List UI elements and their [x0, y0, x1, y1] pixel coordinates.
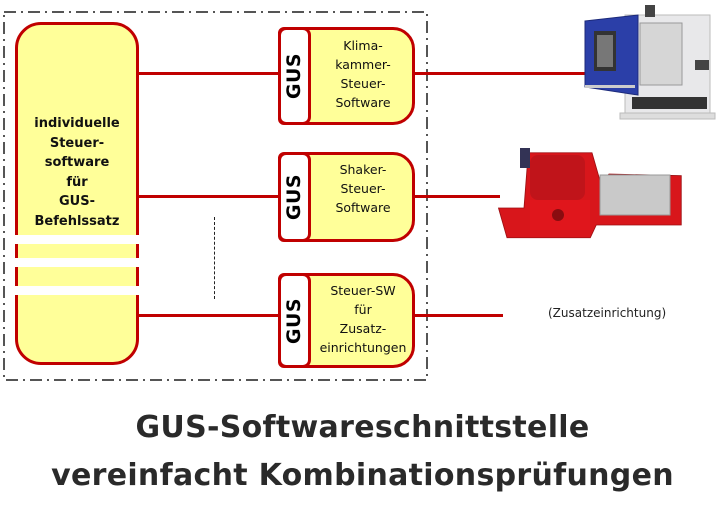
module-line: kammer-	[335, 57, 391, 72]
module-line: Software	[335, 95, 391, 110]
module-line: für	[354, 302, 372, 317]
connection-line	[415, 72, 585, 75]
climate-chamber-image	[584, 5, 716, 120]
box-gap	[12, 286, 142, 295]
connection-line	[415, 314, 503, 317]
gus-tab: GUS	[278, 27, 311, 125]
module-label: Shaker- Steuer- Software	[313, 160, 413, 217]
module-line: Steuer-	[340, 76, 386, 91]
main-line: software	[44, 155, 110, 170]
connection-line	[139, 314, 280, 317]
module-line: Zusatz-	[339, 321, 387, 336]
module-line: Steuer-	[340, 181, 386, 196]
module-line: Steuer-SW	[330, 283, 396, 298]
main-line: individuelle	[34, 116, 120, 131]
main-module-label: individuelle Steuer- software für GUS- B…	[15, 114, 139, 231]
gus-label: GUS	[283, 173, 306, 221]
module-label: Steuer-SW für Zusatz- einrichtungen	[313, 281, 413, 357]
gus-tab: GUS	[278, 152, 311, 242]
gus-label: GUS	[283, 52, 306, 100]
module-line: Software	[335, 200, 391, 215]
extra-device-label: (Zusatzeinrichtung)	[548, 306, 667, 320]
module-line: Klima-	[343, 38, 383, 53]
module-label: Klima- kammer- Steuer- Software	[313, 36, 413, 112]
main-control-software-box	[15, 22, 139, 365]
title-line-1: GUS-Softwareschnittstelle	[135, 410, 590, 445]
main-line: Steuer-	[49, 135, 105, 151]
main-line: GUS-	[59, 194, 95, 209]
main-line: für	[66, 174, 88, 190]
gus-label: GUS	[283, 297, 306, 344]
box-gap	[12, 258, 142, 267]
connection-line	[139, 195, 280, 198]
box-segment	[15, 244, 139, 258]
box-gap	[12, 235, 142, 244]
gus-tab: GUS	[278, 273, 311, 368]
connection-line	[139, 72, 280, 75]
module-line: Shaker-	[339, 162, 387, 177]
module-line: einrichtungen	[319, 340, 407, 355]
box-segment	[15, 267, 139, 286]
main-line: Befehlssatz	[34, 213, 120, 229]
title-line-2: vereinfacht Kombinationsprüfungen	[51, 458, 674, 493]
more-modules-indicator	[214, 217, 215, 299]
connection-line	[415, 195, 500, 198]
shaker-image	[497, 148, 682, 239]
